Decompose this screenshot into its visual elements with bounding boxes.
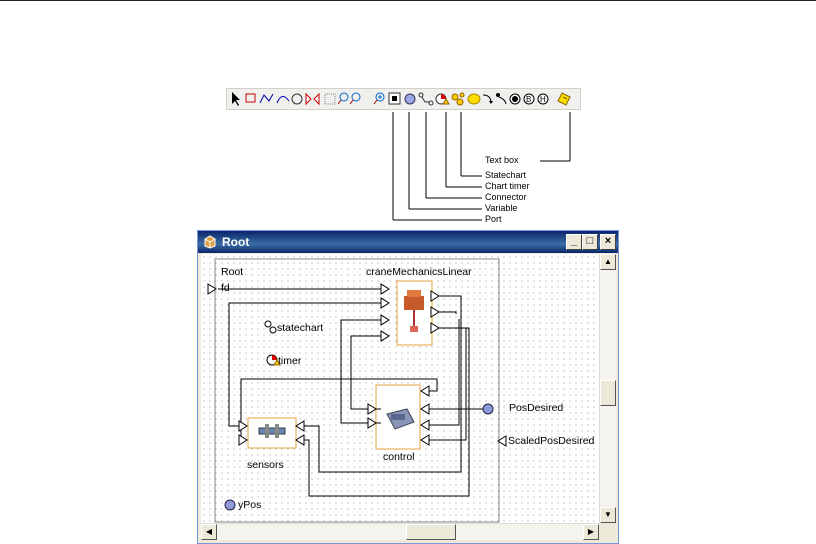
statechart-icon [264,320,277,334]
root-window: Root _ □ × [197,230,619,544]
root-label: Root [221,266,244,278]
scroll-up-button[interactable]: ▲ [600,254,616,270]
root-frame [214,258,500,523]
statechart-icon[interactable] [451,92,465,106]
sensor-device-icon [258,424,286,438]
grid-icon[interactable] [324,93,336,105]
timer-icon [266,354,281,366]
flip-icon[interactable] [305,92,320,106]
zoom-fit-icon[interactable] [337,92,349,105]
ellipse-icon[interactable] [467,93,481,105]
diagram-wires [207,258,507,523]
final-state-icon[interactable] [509,93,521,105]
port-icon[interactable] [388,92,401,105]
vertical-scrollbar[interactable]: ▲ ▼ [599,254,616,523]
connector-icon[interactable] [418,92,434,106]
toolbar-icons: B H [232,92,571,106]
crane-icon [404,290,424,332]
ypos-variable-icon [224,499,236,511]
title-bar[interactable]: Root _ □ × [198,231,618,253]
timer-label[interactable]: timer [278,355,302,367]
svg-text:B: B [526,95,531,104]
variable-icon[interactable] [404,93,416,105]
transition-icon[interactable] [482,94,493,104]
initial-state-icon[interactable] [496,93,507,105]
drawing-toolbar: B H [226,88,581,110]
polyline-icon[interactable] [259,93,274,104]
branch-icon[interactable]: B [523,93,535,105]
chart-timer-icon[interactable] [435,93,450,105]
cube-icon [204,235,216,249]
zoom-out-icon[interactable] [349,92,361,105]
fd-label: fd [221,282,230,294]
posdesired-label[interactable]: PosDesired [509,402,564,414]
statechart-label[interactable]: statechart [277,322,324,334]
pointer-icon[interactable] [232,92,240,106]
ypos-label[interactable]: yPos [238,499,262,511]
text-box-icon[interactable] [557,92,571,106]
port-markers [207,283,507,447]
top-rule [0,0,816,1]
diagram-canvas[interactable]: Root fd craneMechanicsLinear statechart … [201,254,599,523]
svg-text:H: H [540,95,546,104]
posdesired-variable-icon [482,403,494,415]
scroll-down-button[interactable]: ▼ [600,507,616,523]
horizontal-scroll-thumb[interactable] [406,524,456,540]
sensors-label: sensors [247,459,284,471]
callout-chart-timer: Chart timer [485,181,530,191]
scroll-left-button[interactable]: ◀ [201,524,217,540]
callout-variable: Variable [485,203,518,213]
callout-lines [392,112,571,221]
rotate-icon[interactable] [291,93,303,105]
scroll-right-button[interactable]: ▶ [583,524,599,540]
control-label: control [383,451,415,463]
callout-text-box: Text box [485,155,519,165]
maximize-button[interactable]: □ [582,234,598,250]
horizontal-scrollbar[interactable]: ◀ ▶ [201,523,599,540]
minimize-button[interactable]: _ [566,234,582,250]
close-button[interactable]: × [600,234,616,250]
window-title: Root [222,235,250,249]
scaledposdesired-label[interactable]: ScaledPosDesired [508,435,595,447]
callout-statechart: Statechart [485,170,527,180]
rectangle-icon[interactable] [245,93,256,103]
vertical-scroll-thumb[interactable] [600,380,616,406]
zoom-in-icon[interactable] [373,92,385,105]
callout-connector: Connector [485,192,527,202]
curve-icon[interactable] [276,96,290,104]
controller-icon [386,408,415,430]
history-icon[interactable]: H [537,93,549,105]
callout-port: Port [485,214,502,224]
crane-label: craneMechanicsLinear [366,266,472,278]
